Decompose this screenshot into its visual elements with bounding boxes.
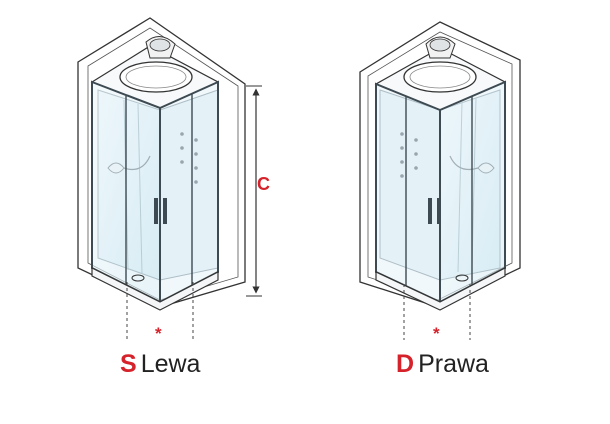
left-cabin	[77, 17, 246, 340]
left-door-handle	[154, 198, 158, 224]
height-dimension	[246, 85, 262, 297]
left-glass-front-right	[159, 80, 219, 304]
left-variant-label: Lewa	[140, 350, 201, 378]
left-ventilator	[145, 36, 176, 59]
right-shower-tray	[375, 267, 506, 311]
right-door-handle	[428, 198, 432, 224]
height-dimension-label: C	[257, 174, 270, 194]
right-variant-marker: *	[433, 324, 440, 343]
right-variant-code: D	[396, 350, 415, 378]
right-rain-shower	[403, 61, 477, 93]
right-variant-label: Prawa	[418, 350, 489, 378]
right-cabin	[359, 21, 521, 340]
right-glass-front-left	[375, 82, 441, 304]
left-rain-shower	[119, 61, 193, 93]
right-ventilator	[425, 36, 456, 59]
left-variant-code: S	[120, 350, 137, 378]
left-variant-marker: *	[155, 324, 162, 343]
